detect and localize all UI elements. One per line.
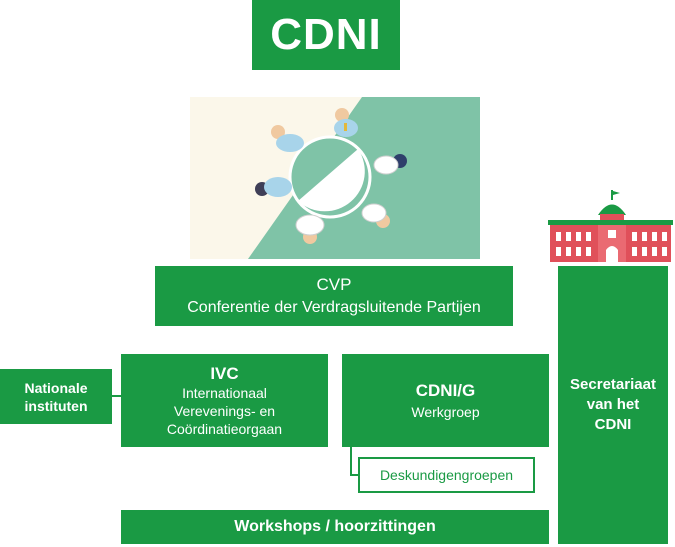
workshops-box: Workshops / hoorzittingen [121, 510, 549, 544]
cdni-g-title: CDNI/G [415, 381, 476, 400]
cdni-logo: CDNI [252, 0, 400, 70]
ivc-line2: Verevenings- en [173, 402, 276, 419]
connector-line [350, 447, 352, 475]
secretariaat-line2: van het [586, 396, 640, 413]
logo-text: CDNI [270, 10, 382, 59]
cvp-subtitle: Conferentie der Verdragsluitende Partije… [187, 299, 481, 316]
ivc-box: IVC Internationaal Verevenings- en Coörd… [121, 354, 328, 447]
person-figures [255, 108, 407, 244]
deskundigengroepen-label: Deskundigengroepen [379, 467, 514, 483]
secretariaat-line1: Secretariaat [570, 376, 656, 393]
nationale-line1: Nationale [24, 379, 88, 396]
meeting-illustration [190, 97, 480, 259]
building-icon [548, 190, 673, 262]
cdni-g-box: CDNI/G Werkgroep [342, 354, 549, 447]
ivc-line1: Internationaal [182, 384, 267, 401]
cvp-box: CVP Conferentie der Verdragsluitende Par… [155, 266, 513, 326]
cvp-title: CVP [316, 275, 352, 294]
ivc-line3: Coördinatieorgaan [166, 420, 283, 437]
secretariaat-box: Secretariaat van het CDNI [558, 266, 668, 544]
secretariaat-line3: CDNI [594, 416, 632, 433]
deskundigengroepen-box: Deskundigengroepen [358, 457, 535, 493]
connector-line [112, 395, 121, 397]
nationale-line2: instituten [24, 397, 88, 414]
connector-line [350, 474, 358, 476]
ivc-title: IVC [210, 363, 239, 383]
nationale-instituten-box: Nationale instituten [0, 369, 112, 424]
cdni-g-subtitle: Werkgroep [411, 404, 480, 420]
workshops-label: Workshops / hoorzittingen [234, 518, 436, 535]
